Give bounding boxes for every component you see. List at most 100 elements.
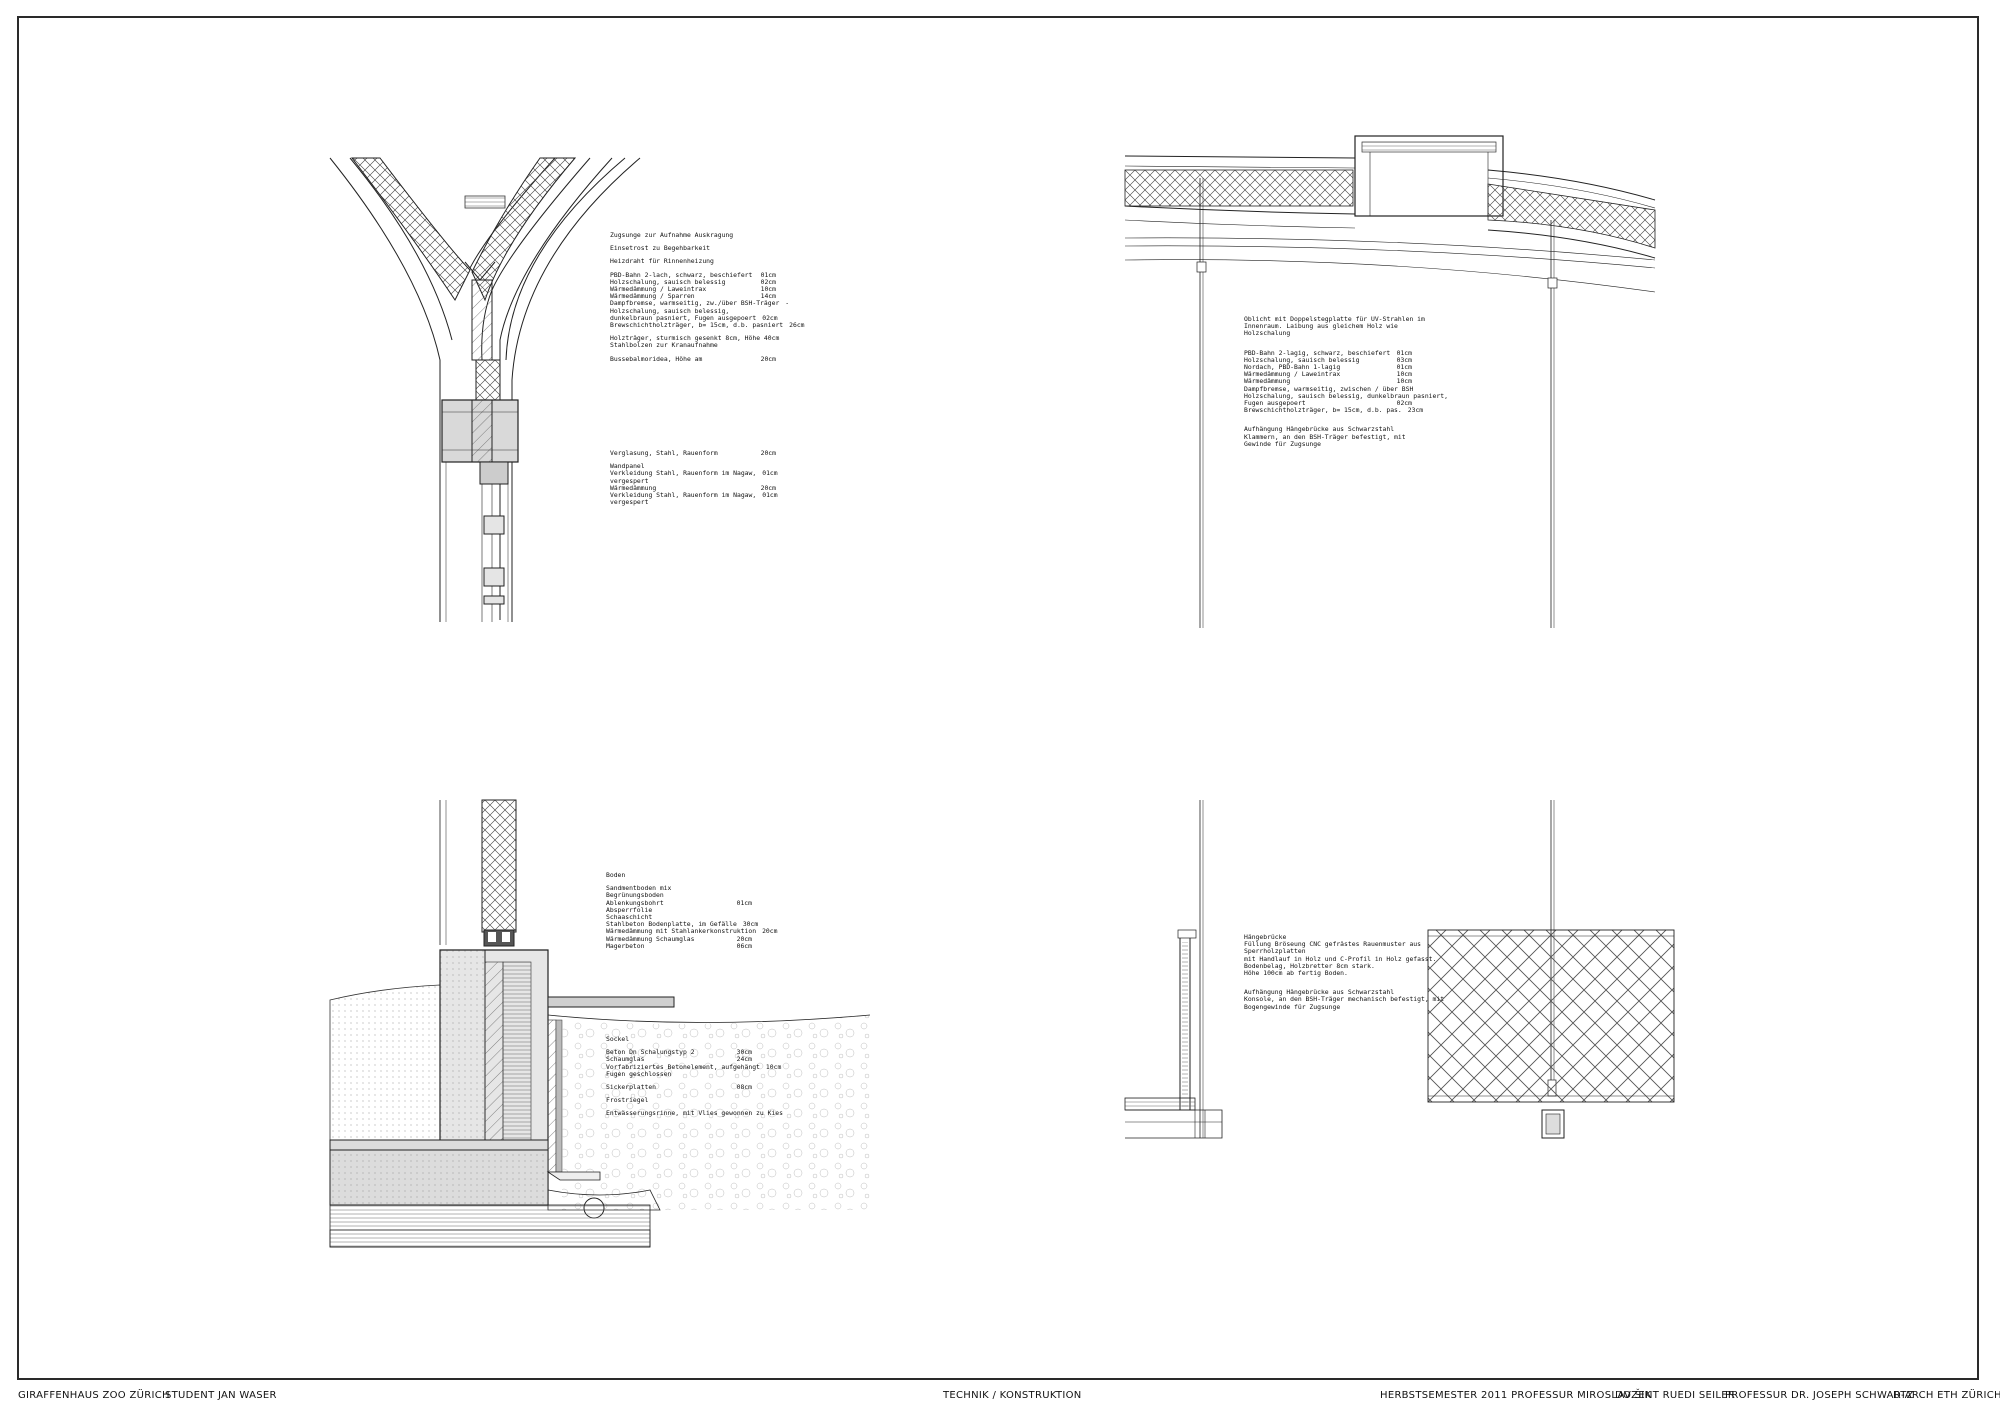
note-value (770, 499, 776, 506)
note-row: Fugen geschlossen (606, 1069, 752, 1078)
note-text: Vorfabriziertes Betonelement, aufgehängt (606, 1062, 760, 1071)
note-row: Einsetrost zu Begehbarkeit (610, 244, 776, 253)
footer-subject: TECHNIK / KONSTRUKTION (943, 1390, 1082, 1401)
note-value: - (785, 299, 790, 308)
note-value: 20cm (760, 483, 776, 492)
sheet-frame (17, 16, 1979, 1380)
note-text: vergespert (610, 498, 649, 507)
note-value (746, 1036, 752, 1043)
note-row: vergespert (610, 499, 776, 506)
note-value (770, 245, 776, 252)
note-text: Frostriegel (606, 1096, 649, 1105)
note-text: Bussebalmoridea, Höhe am (610, 354, 703, 363)
note-row: vergespert (610, 476, 776, 485)
note-row: Dampfbremse, warmseitig, zw./über BSH-Tr… (610, 300, 789, 307)
note-row: Aufhängung Hängebrücke aus Schwarzstahl (1244, 989, 1412, 996)
note-value (770, 232, 776, 239)
note-text: Wärmedämmung / Laweintrax (610, 285, 707, 294)
note-value: 23cm (1407, 406, 1424, 415)
note-row: Fugen ausgepoert 02cm (1244, 399, 1412, 408)
note-row: Beton Dn Schalungstyp 2 30cm (606, 1048, 752, 1057)
note-row: Füllung Bröseung CNC gefrästes Rauenmust… (1244, 940, 1421, 948)
note-row: Zugsunge zur Aufnahme Auskragung (610, 231, 776, 239)
note-text: Wärmedämmung mit Stahlankerkonstruktion (606, 927, 757, 936)
note-value: 10cm (1396, 370, 1412, 379)
note-row: Innenraum. Laibung aus gleichem Holz wie (1244, 322, 1412, 330)
note-text: Wärmedämmung Schaumglas (606, 934, 695, 943)
note-value: 30cm (736, 1048, 752, 1057)
note-value: 20cm (762, 927, 778, 936)
detail-roof-skylight (1124, 135, 1656, 628)
note-text: Klammern, an den BSH-Träger befestigt, m… (1244, 432, 1406, 441)
note-value (1425, 316, 1431, 323)
note-text: Wärmedämmung / Sparren (610, 292, 695, 301)
note-text: Wärmedämmung (1244, 377, 1291, 386)
note-value (746, 885, 752, 892)
note-text: vergespert (610, 476, 649, 485)
note-row: Brewschichtholzträger, b= 15cm, d.b. pas… (610, 321, 805, 329)
note-row: Wandpanel (610, 462, 776, 470)
note-text: PBD-Bahn 2-lagig, schwarz, beschiefert (1244, 348, 1391, 357)
note-text: Ablenkungsbohrt (606, 898, 664, 907)
note-row: Bussebalmoridea, Höhe am 20cm (610, 354, 776, 363)
note-text: Dampfbremse, warmseitig, zwischen / über… (1244, 384, 1414, 393)
notes-roof-skylight: Oblicht mit Doppelstegplatte für UV-Stra… (1244, 315, 1448, 448)
footer-professor: PROFESSUR DR. JOSEPH SCHWARTZ (1725, 1390, 1914, 1401)
note-text: Zugsunge zur Aufnahme Auskragung (610, 231, 734, 239)
note-value (1436, 956, 1442, 963)
note-text: mit Handlauf in Holz und C-Profil in Hol… (1244, 954, 1437, 963)
footer-semester: HERBSTSEMESTER 2011 PROFESSUR MIROSLAV Š… (1380, 1390, 1652, 1401)
note-value (1406, 323, 1412, 330)
note-text: Stahlbolzen zur Kranaufnahme (610, 341, 718, 350)
note-row: Dampfbremse, warmseitig, zwischen / über… (1244, 384, 1414, 393)
note-value (1406, 434, 1412, 441)
note-value: 20cm (760, 449, 776, 457)
note-value (1406, 963, 1412, 970)
note-value: 20cm (736, 934, 752, 943)
note-text: Schaaschicht (606, 913, 653, 922)
note-value (1406, 426, 1412, 433)
note-value: 26cm (789, 321, 805, 330)
note-row: Holzträger, sturmisch gesenkt 8cm, Höhe … (610, 335, 779, 342)
note-text: Entwässerungsrinne, mit Vlies gewonnen z… (606, 1109, 783, 1118)
note-text: Höhe 100cm ab fertig Boden. (1244, 969, 1348, 978)
note-text: Brewschichtholzträger, b= 15cm, d.b. pas… (1244, 406, 1402, 415)
note-row: Absperrfolie (606, 906, 752, 914)
note-text: Beton Dn Schalungstyp 2 (606, 1048, 695, 1057)
note-text: Sandmentboden mix (606, 884, 672, 893)
note-row: Bodenbelag, Holzbretter 8cm stark. (1244, 962, 1412, 970)
note-value (746, 872, 752, 879)
note-text: Brewschichtholzträger, b= 15cm, d.b. pas… (610, 321, 784, 330)
detail-foundation (329, 799, 871, 1248)
note-value (779, 335, 785, 342)
note-value: 20cm (760, 354, 776, 363)
note-value: 02cm (1396, 399, 1412, 408)
note-text: Stahlbeton Bodenplatte, im Gefälle (606, 920, 737, 929)
note-value: 01cm (1396, 363, 1412, 372)
note-value (746, 907, 752, 914)
note-row: Sandmentboden mix (606, 884, 752, 893)
detail-suspension-bridge (1124, 800, 1675, 1139)
note-value (783, 1110, 789, 1117)
note-row: Boden (606, 871, 752, 879)
note-text: Sickerplatten (606, 1083, 657, 1092)
note-text: Wärmedämmung (610, 483, 657, 492)
note-value (746, 1097, 752, 1104)
note-row: Stahlbolzen zur Kranaufnahme (610, 342, 776, 349)
note-row: Höhe 100cm ab fertig Boden. (1244, 969, 1412, 978)
note-row: Bogengewinde für Zugsunge (1244, 1003, 1412, 1011)
note-text: Einsetrost zu Begehbarkeit (610, 244, 711, 253)
note-text: Fugen geschlossen (606, 1069, 672, 1078)
note-text: Fugen ausgepoert (1244, 399, 1306, 408)
note-value (1406, 1004, 1412, 1011)
footer-institution: D-ARCH ETH ZÜRICH (1893, 1390, 2000, 1401)
note-text: Nordach, PBD-Bahn 1-lagig (1244, 363, 1341, 372)
